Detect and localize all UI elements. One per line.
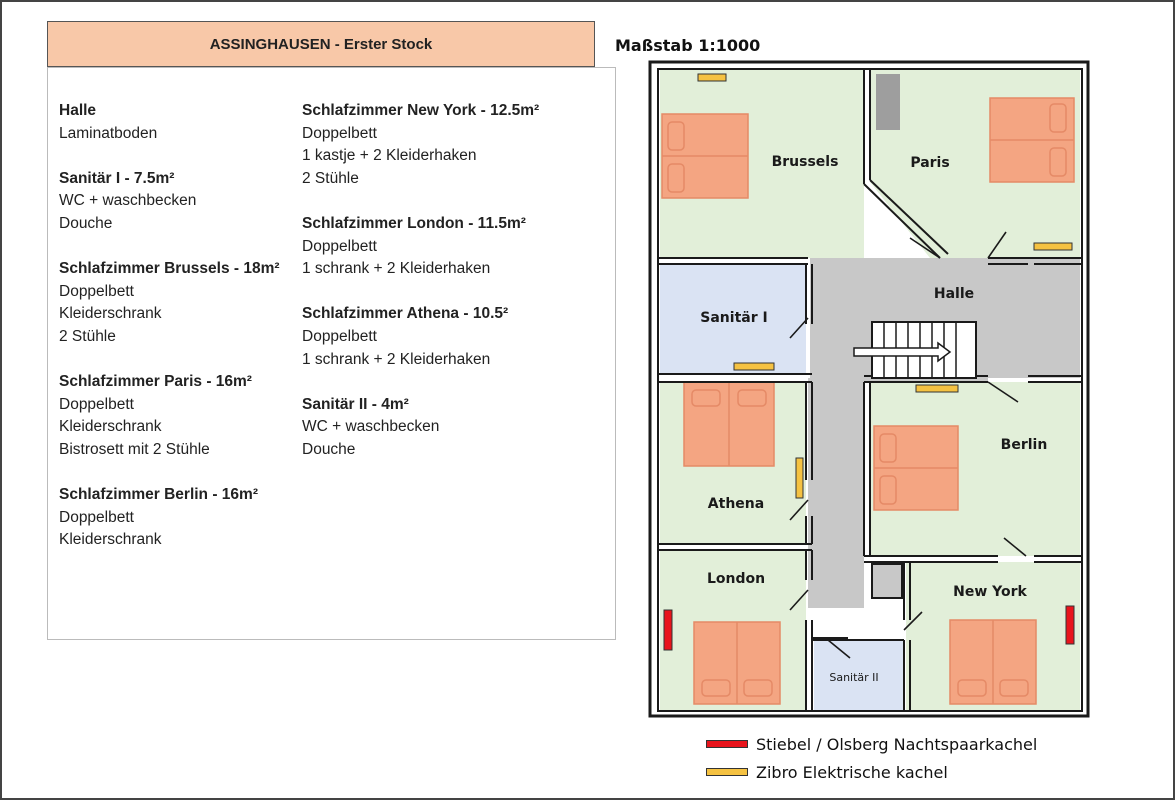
legend-swatch [706,768,748,776]
heater-zibro-athena [795,457,804,499]
staircase [853,321,977,379]
heaters [663,73,1075,651]
room-info-line: Doppelbett [59,282,134,300]
bed-paris [989,97,1075,183]
room-info-line: Doppelbett [302,237,377,255]
legend-item: Stiebel / Olsberg Nachtspaarkachel [706,730,1037,758]
room-info-line: 1 schrank + 2 Kleiderhaken [302,350,491,368]
room-info-section: Schlafzimmer Athena - 10.5² Doppelbett 1 s… [302,303,539,371]
room-info-line: Kleiderschrank [59,418,162,436]
legend-label: Zibro Elektrische kachel [756,762,948,782]
room-info-section: Schlafzimmer New York - 12.5m² Doppelbett… [302,100,539,190]
room-info-line: Kleiderschrank [59,531,162,549]
beds [661,97,1075,705]
floorplan: Brussels Paris Halle Sanitär I Athena Be… [648,60,1090,718]
room-label-paris: Paris [910,155,949,171]
bed-athena [683,381,775,467]
scale-label: Maßstab 1:1000 [615,36,761,55]
bed-brussels [661,113,749,199]
bed-berlin [873,425,959,511]
room-label-athena: Athena [708,496,764,512]
room-info-line: Doppelbett [302,124,377,142]
room-info-heading: Schlafzimmer Brussels - 18m² [59,260,280,278]
heater-zibro-sanitaer-1 [733,362,775,371]
doors [789,231,1027,659]
room-info-line: WC + waschbecken [59,192,197,210]
legend-swatch [706,740,748,748]
room-label-brussels: Brussels [772,154,839,170]
room-info-line: Douche [59,214,113,232]
room-info-right-column: Schlafzimmer New York - 12.5m² Doppelbett… [302,100,539,462]
bed-london [693,621,781,705]
heater-zibro-berlin [915,384,959,393]
walls [657,68,1083,712]
heater-stiebel-newyork [1065,605,1075,645]
room-info-line: 2 Stühle [302,169,359,187]
room-labels: Brussels Paris Halle Sanitär I Athena Be… [700,154,1047,684]
page-title-text: ASSINGHAUSEN - Erster Stock [209,35,433,53]
legend-item: Zibro Elektrische kachel [706,758,1037,786]
bed-newyork [949,619,1037,705]
page-title: ASSINGHAUSEN - Erster Stock [47,21,595,67]
room-info-line: Laminatboden [59,124,158,142]
heater-zibro-brussels [697,73,727,82]
chimney [876,74,900,130]
room-info-heading: Schlafzimmer New York - 12.5m² [302,102,540,119]
room-info-heading: Schlafzimmer Paris - 16m² [59,373,252,391]
shaft [872,564,902,598]
room-info-line: WC + waschbecken [302,418,440,436]
heater-stiebel-london [663,609,673,651]
room-label-berlin: Berlin [1001,437,1048,453]
room-label-halle: Halle [934,286,974,302]
room-info-heading: Schlafzimmer Athena - 10.5² [302,305,509,323]
room-label-sanitaer-1: Sanitär I [700,310,767,326]
room-info-line: Doppelbett [59,508,134,526]
room-label-sanitaer-2: Sanitär II [829,671,878,684]
room-info-line: Douche [302,440,356,458]
room-info-heading: Schlafzimmer Berlin - 16m² [59,486,258,504]
room-info-line: Bistrosett mit 2 Stühle [59,440,210,458]
room-fill-sanitaer-1 [660,264,806,374]
room-info-line: Doppelbett [302,327,377,345]
room-info-heading: Sanitär I - 7.5m² [59,169,175,187]
heater-zibro-paris [1033,242,1073,251]
room-info-section: Schlafzimmer London - 11.5m² Doppelbett 1 … [302,213,539,281]
room-info-line: 2 Stühle [59,327,116,345]
legend-label: Stiebel / Olsberg Nachtspaarkachel [756,734,1038,754]
stair-arrow-icon [853,341,952,363]
room-label-london: London [707,571,765,587]
room-fill-sanitaer-2 [814,640,904,710]
room-label-newyork: New York [953,584,1027,600]
room-info-line: 1 schrank + 2 Kleiderhaken [302,260,491,278]
room-info-heading: Sanitär II - 4m² [302,395,409,413]
room-info-line: Kleiderschrank [59,305,162,323]
room-info-heading: Schlafzimmer London - 11.5m² [302,214,526,232]
room-info-line: 1 kastje + 2 Kleiderhaken [302,147,477,165]
room-info-line: Doppelbett [59,395,134,413]
room-info-heading: Halle [59,102,97,119]
